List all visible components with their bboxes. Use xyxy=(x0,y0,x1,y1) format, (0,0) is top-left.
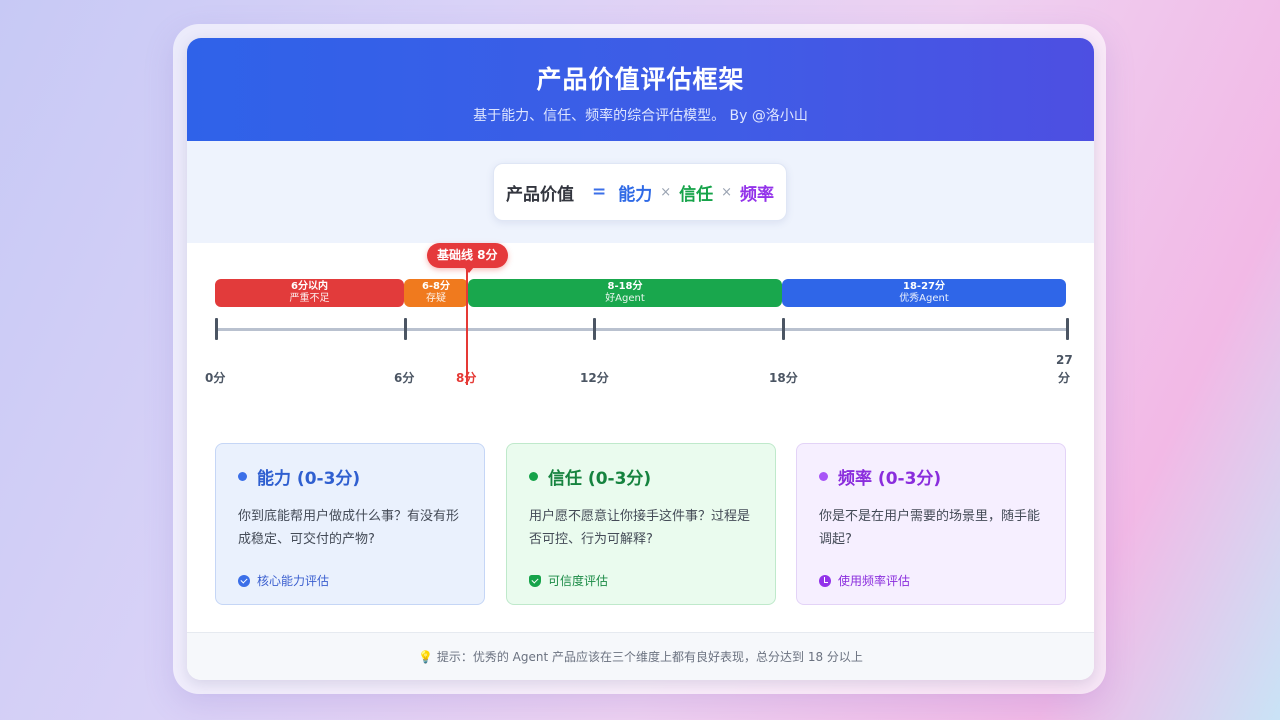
segment-range: 18-27分 xyxy=(903,281,945,292)
check-badge-icon xyxy=(238,574,250,587)
framework-card: 产品价值评估框架 基于能力、信任、频率的综合评估模型。 By @洛小山 产品价值… xyxy=(187,38,1094,680)
dimension-description: 你到底能帮用户做成什么事？有没有形成稳定、可交付的产物? xyxy=(238,509,460,547)
tick-label-27: 27分 xyxy=(1056,353,1073,385)
segment-insufficient: 6分以内 严重不足 xyxy=(215,279,404,307)
formula-section: 产品价值 = 能力 × 信任 × 频率 xyxy=(187,141,1094,243)
segment-range: 6分以内 xyxy=(291,281,328,292)
tick-6 xyxy=(404,318,407,340)
shield-check-icon xyxy=(529,574,541,587)
dimension-title: 信任 (0-3分) xyxy=(529,464,753,489)
dot-icon xyxy=(238,472,247,481)
footer-tip: 💡 提示：优秀的 Agent 产品应该在三个维度上都有良好表现，总分达到 18 … xyxy=(187,632,1094,680)
lightbulb-icon: 💡 xyxy=(418,650,434,664)
dimension-title-text: 能力 (0-3分) xyxy=(257,469,361,489)
dimension-title: 能力 (0-3分) xyxy=(238,464,462,489)
formula-box: 产品价值 = 能力 × 信任 × 频率 xyxy=(493,163,787,221)
tick-0 xyxy=(215,318,218,340)
segment-excellent-agent: 18-27分 优秀Agent xyxy=(782,279,1066,307)
formula-equals: = xyxy=(591,182,607,202)
baseline-marker xyxy=(466,269,468,385)
dot-icon xyxy=(529,472,538,481)
tick-27 xyxy=(1066,318,1069,340)
times-icon: × xyxy=(721,184,733,200)
dimension-description: 你是不是在用户需要的场景里，随手能调起? xyxy=(819,509,1041,547)
page-title: 产品价值评估框架 xyxy=(536,65,745,94)
header: 产品价值评估框架 基于能力、信任、频率的综合评估模型。 By @洛小山 xyxy=(187,38,1094,141)
formula-term-frequency: 频率 xyxy=(740,184,775,205)
dimension-card-trust: 信任 (0-3分) 用户愿不愿意让你接手这件事？过程是否可控、行为可解释? 可信… xyxy=(506,443,776,605)
dot-icon xyxy=(819,472,828,481)
tick-label-0: 0分 xyxy=(205,371,226,385)
baseline-badge: 基础线 8分 xyxy=(427,243,508,273)
score-scale: 6分以内 严重不足 6-8分 存疑 8-18分 好Agent 18-27分 优秀… xyxy=(187,243,1094,423)
segment-range: 8-18分 xyxy=(607,281,643,292)
dimension-title-text: 信任 (0-3分) xyxy=(548,469,652,489)
footer-tip-text: 提示：优秀的 Agent 产品应该在三个维度上都有良好表现，总分达到 18 分以… xyxy=(436,650,863,664)
segment-doubtful: 6-8分 存疑 xyxy=(404,279,468,307)
dimension-description: 用户愿不愿意让你接手这件事？过程是否可控、行为可解释? xyxy=(529,509,751,547)
dimension-tag-text: 可信度评估 xyxy=(548,574,609,588)
formula-term-trust: 信任 xyxy=(679,184,714,205)
times-icon: × xyxy=(660,184,672,200)
segment-range: 6-8分 xyxy=(421,281,451,292)
page-subtitle: 基于能力、信任、频率的综合评估模型。 By @洛小山 xyxy=(473,108,808,124)
tick-12 xyxy=(593,318,596,340)
segment-good-agent: 8-18分 好Agent xyxy=(468,279,782,307)
tick-label-6: 6分 xyxy=(394,371,415,385)
dimension-tag: 可信度评估 xyxy=(529,572,608,589)
tick-label-18: 18分 xyxy=(769,371,798,385)
formula-term-capability: 能力 xyxy=(618,184,653,205)
dimension-title: 频率 (0-3分) xyxy=(819,464,1043,489)
tick-label-12: 12分 xyxy=(580,371,609,385)
segment-label: 严重不足 xyxy=(289,293,330,304)
segment-label: 好Agent xyxy=(605,293,645,304)
dimension-tag: 核心能力评估 xyxy=(238,572,329,589)
dimension-tag: 使用频率评估 xyxy=(819,572,910,589)
tick-18 xyxy=(782,318,785,340)
formula-label: 产品价值 xyxy=(505,184,574,205)
clock-icon xyxy=(819,574,831,587)
dimension-card-capability: 能力 (0-3分) 你到底能帮用户做成什么事？有没有形成稳定、可交付的产物? 核… xyxy=(215,443,485,605)
scale-axis xyxy=(216,328,1068,331)
segment-label: 存疑 xyxy=(426,293,446,304)
dimension-card-frequency: 频率 (0-3分) 你是不是在用户需要的场景里，随手能调起? 使用频率评估 xyxy=(796,443,1066,605)
dimension-tag-text: 核心能力评估 xyxy=(257,574,330,588)
dimension-tag-text: 使用频率评估 xyxy=(838,574,911,588)
dimension-title-text: 频率 (0-3分) xyxy=(838,469,942,489)
segment-label: 优秀Agent xyxy=(899,293,949,304)
